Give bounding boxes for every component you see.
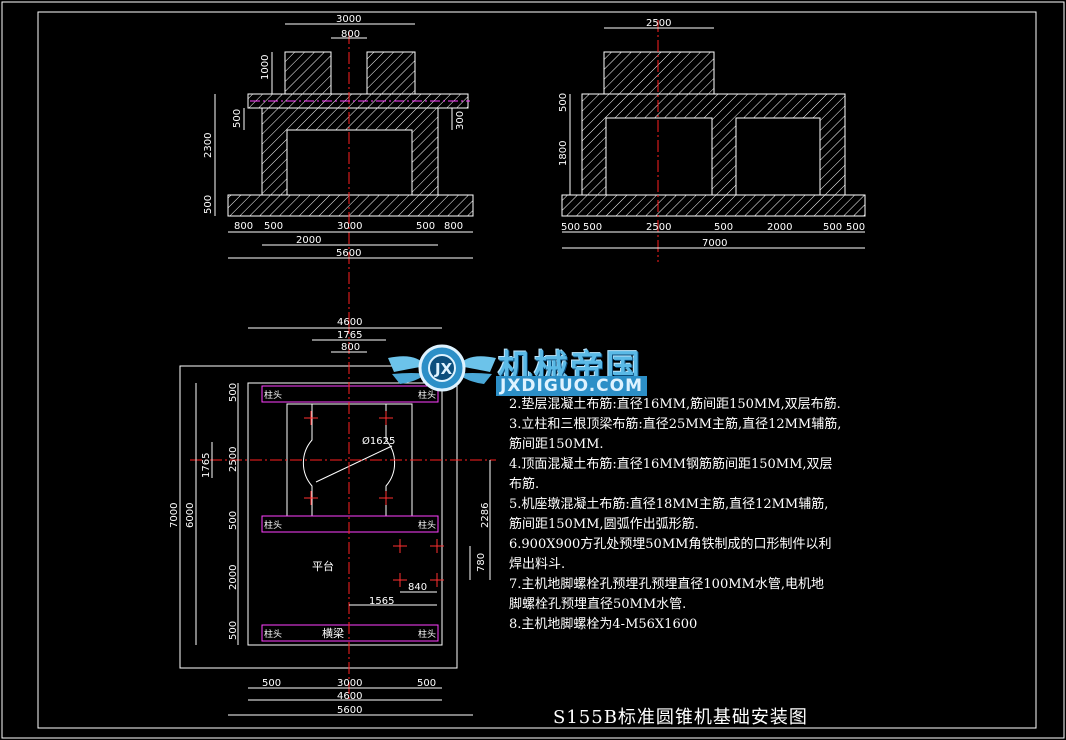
- plan-dim-top-0: 4600: [337, 317, 362, 328]
- plan-dim-bottom-3: 4600: [337, 691, 362, 702]
- note-line: 焊出料斗.: [509, 557, 566, 572]
- side-dim-bottom-0: 500: [561, 222, 580, 233]
- note-line: 筋间距150MM.: [509, 437, 604, 452]
- front-view-dims: 3000 800 1000 500 2300 500 300 800 500 3…: [203, 14, 466, 259]
- side-dim-top-0: 2500: [646, 18, 671, 29]
- side-dim-bottom-5: 500: [823, 222, 842, 233]
- note-line: 8.主机地脚螺栓为4-M56X1600: [509, 617, 698, 632]
- side-view-dims: 2500 500 1800 500 500 2500 500 2000 500 …: [558, 18, 865, 249]
- side-dim-bottom-2: 2500: [646, 222, 671, 233]
- plan-view-dims: 4600 1765 800 1765 500 2500 500 2000 500…: [169, 317, 491, 716]
- plan-dim-bottom-1: 3000: [337, 678, 362, 689]
- note-line: 3.立柱和三根顶梁布筋:直径25MM主筋,直径12MM辅筋,: [509, 417, 842, 432]
- plan-dim-right-1: 780: [476, 553, 487, 572]
- post-label-6: 柱头: [418, 628, 436, 640]
- beam-label: 横梁: [322, 626, 344, 640]
- post-label-3: 柱头: [264, 519, 282, 531]
- plan-dim-bottom-4: 5600: [337, 705, 362, 716]
- plan-circle-label: Ø1625: [362, 435, 395, 447]
- plan-dim-left-2: 2500: [228, 447, 239, 472]
- note-line: 7.主机地脚螺栓孔预埋孔预埋直径100MM水管,电机地: [509, 577, 824, 592]
- note-line: 脚螺栓孔预埋直径50MM水管.: [509, 597, 687, 612]
- technical-notes: 2.垫层混凝土布筋:直径16MM,筋间距150MM,双层布筋. 3.立柱和三根顶…: [509, 395, 889, 635]
- inner-frame: [37, 11, 1037, 729]
- side-dim-bottom-4: 2000: [767, 222, 792, 233]
- post-label-4: 柱头: [418, 519, 436, 531]
- side-dim-bottom-1: 500: [583, 222, 602, 233]
- plan-dim-left-7: 7000: [169, 503, 180, 528]
- plan-dim-bottom-2: 500: [417, 678, 436, 689]
- plan-dim-left-4: 2000: [228, 565, 239, 590]
- front-dim-top-0: 3000: [336, 14, 361, 25]
- platform-label: 平台: [312, 559, 334, 573]
- note-line: 6.900X900方孔处预埋50MM角铁制成的口形制件以利: [509, 537, 832, 552]
- post-label-2: 柱头: [418, 389, 436, 401]
- drawing-title: S155B标准圆锥机基础安装图: [553, 707, 808, 728]
- front-dim-bottom-2: 3000: [337, 221, 362, 232]
- plan-dim-left-1: 500: [228, 383, 239, 402]
- front-dim-top-1: 800: [341, 29, 360, 40]
- side-dim-left-0: 500: [558, 93, 569, 112]
- plan-dim-left-6: 6000: [185, 503, 196, 528]
- front-dim-bottom-0: 800: [234, 221, 253, 232]
- svg-text:JX: JX: [434, 360, 453, 378]
- side-view: [561, 20, 866, 262]
- side-dim-bottom-7: 7000: [702, 238, 727, 249]
- plan-dim-left-5: 500: [228, 621, 239, 640]
- front-dim-bottom-1: 500: [264, 221, 283, 232]
- front-dim-bottom-4: 800: [444, 221, 463, 232]
- front-dim-left-0: 1000: [260, 55, 271, 80]
- plan-dim-inner-0: 840: [408, 582, 427, 593]
- plan-dim-top-2: 800: [341, 342, 360, 353]
- front-dim-left-2: 2300: [203, 133, 214, 158]
- plan-view: [179, 322, 496, 716]
- plan-dim-bottom-0: 500: [262, 678, 281, 689]
- side-dim-left-1: 1800: [558, 141, 569, 166]
- note-line: 布筋.: [509, 477, 540, 492]
- post-label-1: 柱头: [264, 389, 282, 401]
- plan-dim-top-1: 1765: [337, 330, 362, 341]
- front-dim-left-3: 500: [203, 195, 214, 214]
- front-dim-bottom-5: 2000: [296, 235, 321, 246]
- plan-dim-left-0: 1765: [201, 453, 212, 478]
- plan-dim-left-3: 500: [228, 511, 239, 530]
- front-view: [214, 23, 474, 330]
- plan-dim-inner-1: 1565: [369, 596, 394, 607]
- front-dim-bottom-6: 5600: [336, 248, 361, 259]
- note-line: 筋间距150MM,圆弧作出弧形筋.: [509, 517, 699, 532]
- plan-dim-right-0: 2286: [480, 503, 491, 528]
- front-dim-bottom-3: 500: [416, 221, 435, 232]
- note-line: 4.顶面混凝土布筋:直径16MM钢筋筋间距150MM,双层: [509, 457, 833, 472]
- side-dim-bottom-3: 500: [714, 222, 733, 233]
- side-dim-bottom-6: 500: [846, 222, 865, 233]
- gear-wings-icon: JX: [388, 344, 496, 392]
- front-dim-right-0: 300: [455, 111, 466, 130]
- front-dim-left-1: 500: [232, 109, 243, 128]
- post-label-5: 柱头: [264, 628, 282, 640]
- watermark-logo: JX 机械帝国 JXDIGUO.COM: [386, 338, 686, 400]
- note-line: 2.垫层混凝土布筋:直径16MM,筋间距150MM,双层布筋.: [509, 397, 841, 412]
- note-line: 5.机座墩混凝土布筋:直径18MM主筋,直径12MM辅筋,: [509, 497, 829, 512]
- watermark-en: JXDIGUO.COM: [496, 376, 648, 396]
